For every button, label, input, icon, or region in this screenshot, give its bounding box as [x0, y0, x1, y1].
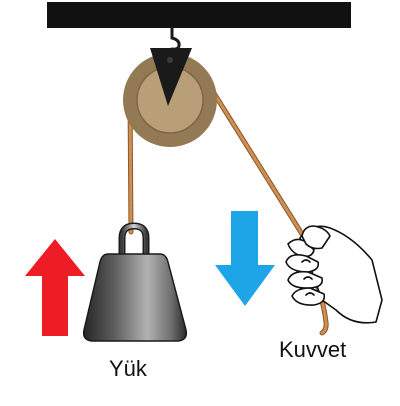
ceiling-hook-icon: [150, 26, 192, 106]
arrow-up-icon: [25, 239, 85, 336]
arrow-down-icon: [215, 211, 275, 306]
ceiling-beam: [47, 2, 351, 28]
force-label: Kuvvet: [279, 337, 347, 362]
pulling-hand-icon: [285, 225, 383, 324]
load-label: Yük: [109, 356, 147, 381]
kettlebell-weight-icon: [82, 222, 188, 342]
